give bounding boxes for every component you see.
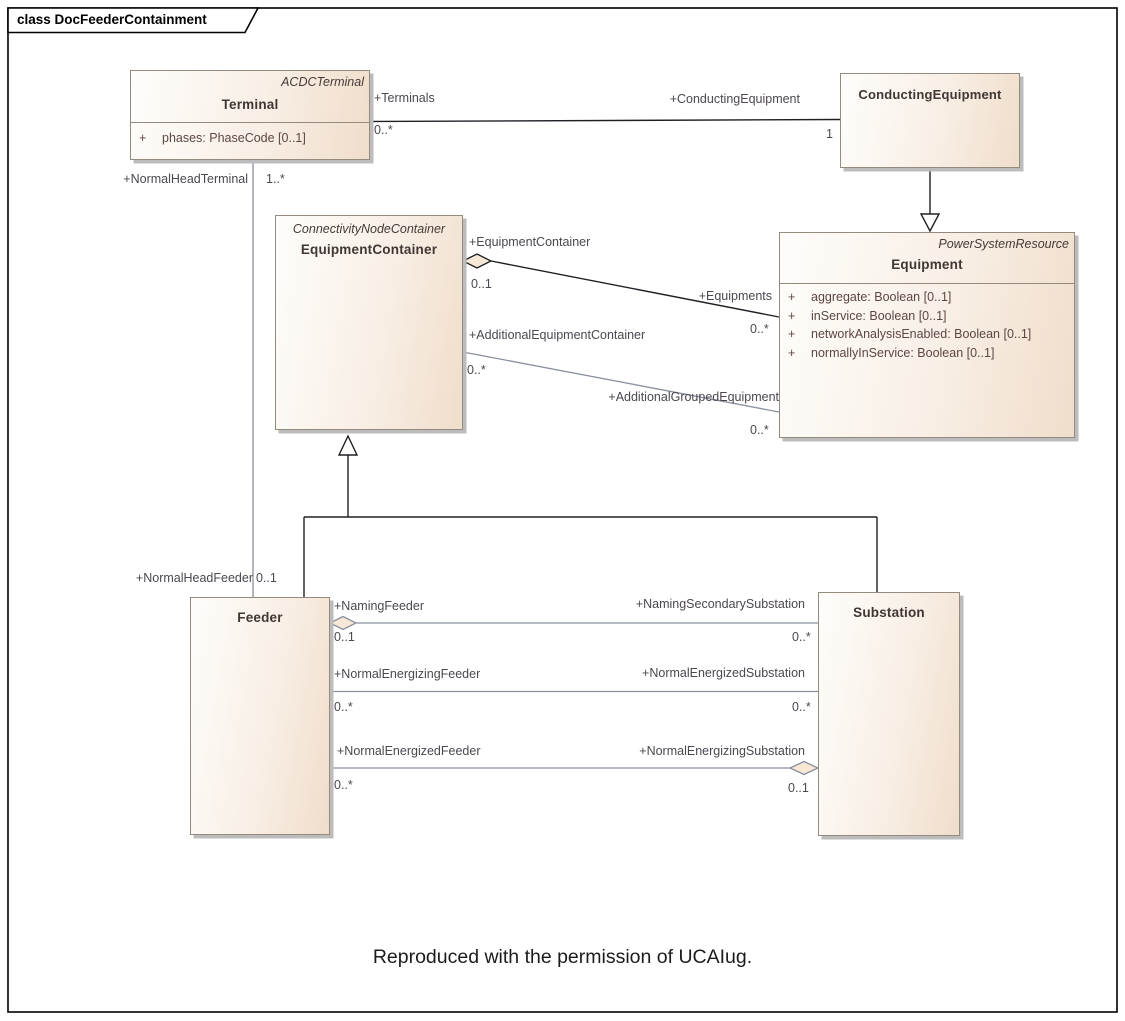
multiplicity-label: 0..* (374, 123, 393, 137)
role-label-normalenergizedsubstation: +NormalEnergizedSubstation (642, 666, 805, 680)
role-label-terminals: +Terminals (374, 91, 435, 105)
multiplicity-label: 0..1 (256, 571, 277, 585)
role-label-conductingequipment: +ConductingEquipment (669, 92, 800, 106)
role-label-normalenergizingsubstation: +NormalEnergizingSubstation (639, 744, 805, 758)
multiplicity-label: 0..* (792, 700, 811, 714)
attribute-row: + inService: Boolean [0..1] (788, 307, 1070, 326)
class-name: ConductingEquipment (858, 87, 1002, 102)
attribute-row: + normallyInService: Boolean [0..1] (788, 344, 1070, 363)
multiplicity-label: 0..1 (471, 277, 492, 291)
stereotype-label: PowerSystemResource (938, 237, 1069, 251)
multiplicity-label: 0..1 (788, 781, 809, 795)
attribute-row: + phases: PhaseCode [0..1] (139, 129, 365, 148)
class-name: Feeder (237, 610, 283, 625)
class-equipment: PowerSystemResource Equipment + aggregate… (779, 232, 1075, 438)
class-terminal: ACDCTerminal Terminal + phases: PhaseCode… (130, 70, 370, 160)
diagram-frame (7, 7, 1118, 1013)
multiplicity-label: 0..1 (334, 630, 355, 644)
association-equipments-line (490, 260, 780, 318)
multiplicity-label: 0..* (750, 423, 769, 437)
role-label-equipmentcontainer: +EquipmentContainer (469, 235, 591, 249)
attribute-visibility: + (788, 345, 796, 360)
multiplicity-label: 1..* (266, 172, 285, 186)
role-label-normalheadfeeder: +NormalHeadFeeder (135, 571, 253, 585)
attribute-row: + aggregate: Boolean [0..1] (788, 288, 1070, 307)
association-additional-grouped-line (462, 351, 780, 413)
diagram-title: class DocFeederContainment (17, 12, 207, 27)
attribute-row: + networkAnalysisEnabled: Boolean [0..1] (788, 325, 1070, 344)
class-name: EquipmentContainer (300, 242, 438, 257)
multiplicity-label: 0..* (467, 363, 486, 377)
attribute-text: phases: PhaseCode [0..1] (162, 131, 306, 145)
stereotype-label: ConnectivityNodeContainer (292, 222, 446, 236)
multiplicity-label: 0..* (334, 778, 353, 792)
attribute-text: normallyInService: Boolean [0..1] (811, 345, 995, 360)
role-label-equipments: +Equipments (698, 289, 772, 303)
attribute-text: inService: Boolean [0..1] (811, 308, 947, 323)
class-name: Substation (853, 605, 925, 620)
aggregation-diamond-icon (788, 760, 820, 776)
class-conducting-equipment: ConductingEquipment (840, 73, 1020, 168)
permission-caption: Reproduced with the permission of UCAIug… (372, 946, 753, 968)
multiplicity-label: 1 (826, 127, 833, 141)
compartment-divider (131, 122, 369, 123)
multiplicity-label: 0..* (334, 700, 353, 714)
role-label-namingfeeder: +NamingFeeder (334, 599, 424, 613)
role-label-additionalequipmentcontainer: +AdditionalEquipmentContainer (469, 328, 646, 342)
attribute-visibility: + (788, 290, 796, 304)
role-label-normalheadterminal: +NormalHeadTerminal (123, 172, 248, 186)
attribute-visibility: + (788, 327, 796, 341)
aggregation-diamond-icon (461, 253, 493, 269)
diagram-title-tab (7, 7, 260, 34)
attribute-visibility: + (139, 131, 147, 145)
class-name: Equipment (891, 257, 963, 272)
aggregation-diamond-icon (328, 615, 358, 631)
class-equipment-container: ConnectivityNodeContainer EquipmentConta… (275, 215, 463, 430)
attribute-text: networkAnalysisEnabled: Boolean [0..1] (811, 327, 1032, 341)
multiplicity-label: 0..* (792, 630, 811, 644)
role-label-normalenergizedfeeder: +NormalEnergizedFeeder (337, 744, 481, 758)
generalization-arrow-icon (337, 434, 359, 456)
association-terminals-line (369, 118, 841, 123)
stereotype-label: ACDCTerminal (281, 75, 364, 89)
role-label-namingsecondarysubstation: +NamingSecondarySubstation (635, 597, 805, 611)
class-feeder: Feeder (190, 597, 330, 835)
class-name: Terminal (221, 97, 279, 112)
generalization-arrow-icon (919, 213, 941, 233)
multiplicity-label: 0..* (750, 322, 769, 336)
attribute-text: aggregate: Boolean [0..1] (811, 290, 952, 304)
class-substation: Substation (818, 592, 960, 836)
attribute-visibility: + (788, 308, 796, 323)
role-label-additionalgroupedequipment: +AdditionalGroupedEquipment (608, 390, 779, 404)
compartment-divider (780, 283, 1074, 284)
role-label-normalenergizingfeeder: +NormalEnergizingFeeder (334, 667, 481, 681)
